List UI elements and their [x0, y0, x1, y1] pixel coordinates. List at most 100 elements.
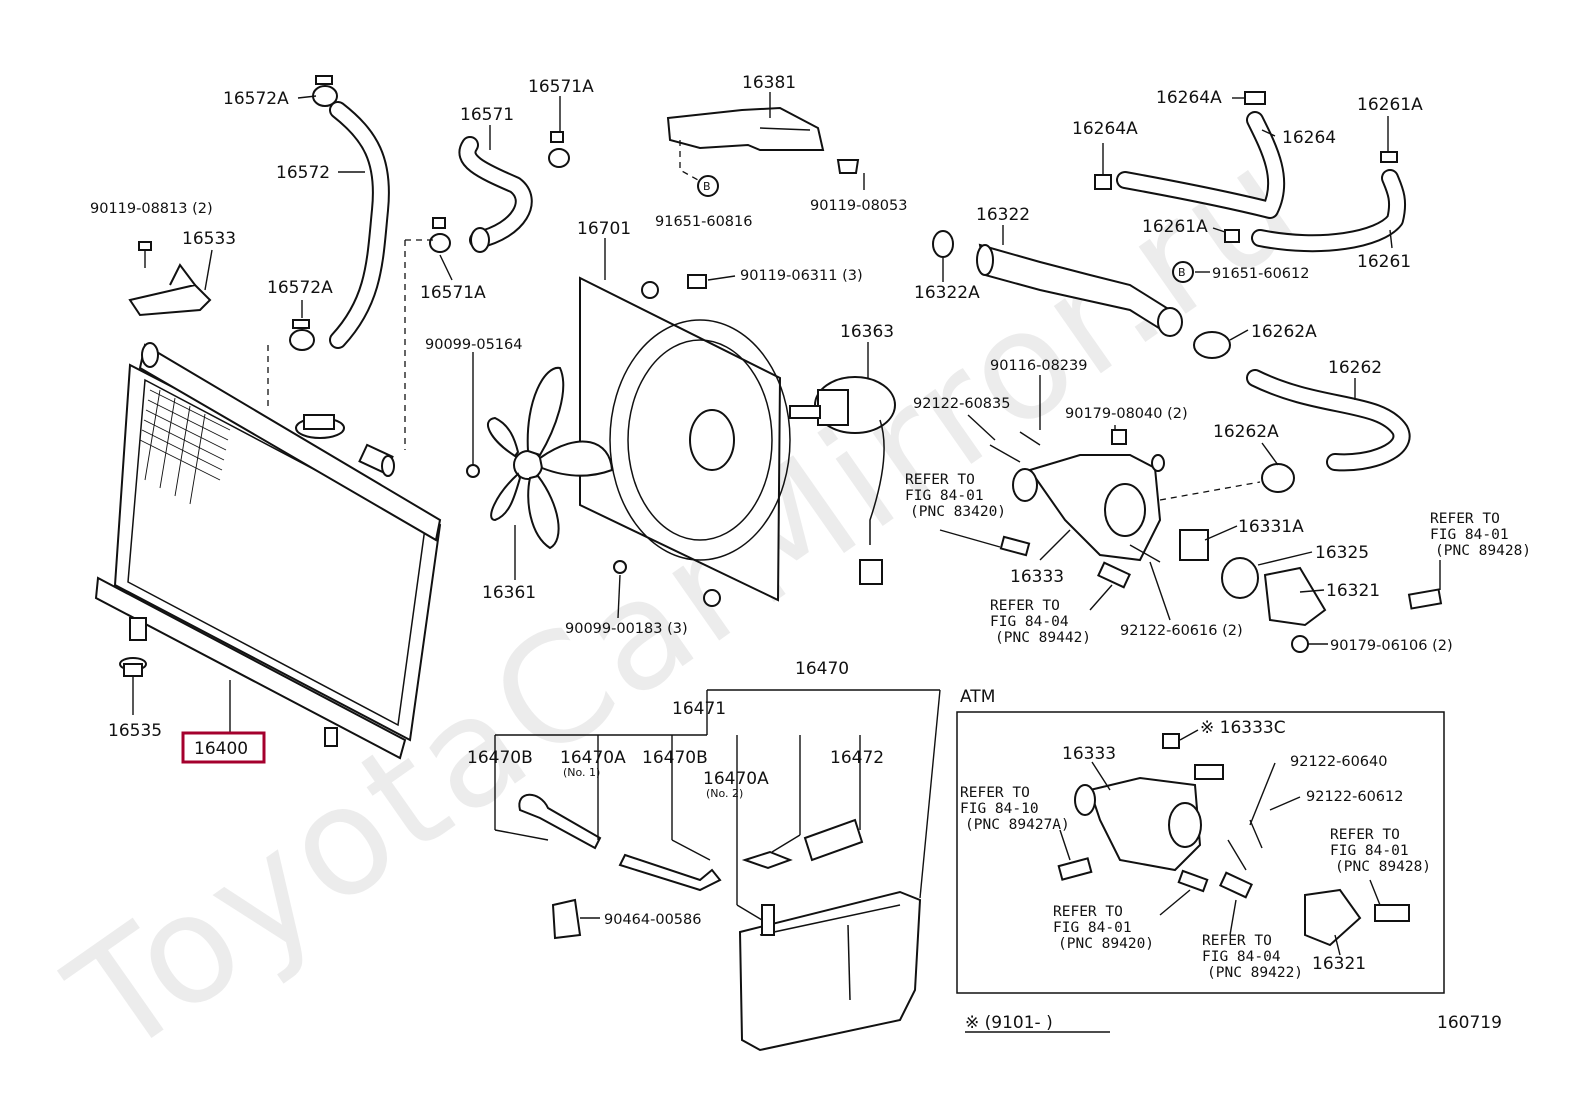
label-16470A-no2: 16470A: [703, 769, 769, 789]
label-90179-08040: 90179-08040 (2): [1065, 406, 1188, 422]
label-16470A-no2-sub: (No. 2): [706, 787, 743, 800]
hose-16264-drawing: [1094, 91, 1286, 219]
label-90464-00586: 90464-00586: [604, 912, 702, 928]
svg-text:(PNC 89442): (PNC 89442): [995, 630, 1091, 646]
figure-id: 160719: [1437, 1013, 1502, 1033]
svg-text:FIG 84-01: FIG 84-01: [1330, 843, 1409, 859]
radiator-drawing: [94, 342, 442, 760]
svg-text:(PNC 89422): (PNC 89422): [1207, 965, 1303, 981]
label-16264A-mid: 16264A: [1072, 119, 1138, 139]
label-16572A-mid: 16572A: [267, 278, 333, 298]
label-16325: 16325: [1315, 543, 1369, 563]
svg-text:(PNC 89427A): (PNC 89427A): [965, 817, 1070, 833]
b-marker-2: B: [1178, 266, 1186, 279]
label-16322: 16322: [976, 205, 1030, 225]
label-91651-60816: 91651-60816: [655, 214, 753, 230]
label-16470A-no1: 16470A: [560, 748, 626, 768]
label-atm-92122-60640: 92122-60640: [1290, 754, 1388, 770]
svg-text:FIG 84-01: FIG 84-01: [1430, 527, 1509, 543]
label-16261A-top: 16261A: [1357, 95, 1423, 115]
svg-text:(PNC 83420): (PNC 83420): [910, 504, 1006, 520]
label-atm-16321: 16321: [1312, 954, 1366, 974]
svg-text:REFER TO: REFER TO: [1330, 827, 1400, 843]
svg-text:REFER TO: REFER TO: [960, 785, 1030, 801]
label-90119-06311: 90119-06311 (3): [740, 268, 863, 284]
label-90179-06106: 90179-06106 (2): [1330, 638, 1453, 654]
svg-text:FIG 84-04: FIG 84-04: [1202, 949, 1281, 965]
label-16471: 16471: [672, 699, 726, 719]
label-16572A-top: 16572A: [223, 89, 289, 109]
label-16322A: 16322A: [914, 283, 980, 303]
upper-hose-drawing: [289, 75, 390, 351]
label-16533: 16533: [182, 229, 236, 249]
label-16261A-mid: 16261A: [1142, 217, 1208, 237]
svg-text:REFER TO: REFER TO: [1053, 904, 1123, 920]
label-16363: 16363: [840, 322, 894, 342]
label-16571A-bot: 16571A: [420, 283, 486, 303]
label-16262: 16262: [1328, 358, 1382, 378]
label-atm: ATM: [960, 687, 995, 707]
atm-box: [956, 711, 1445, 994]
bracket-drawing: [128, 241, 212, 317]
refer-note-89442: REFER TO FIG 84-04 (PNC 89442): [990, 598, 1091, 646]
label-16470: 16470: [795, 659, 849, 679]
label-16400: 16400: [194, 739, 248, 759]
label-16472: 16472: [830, 748, 884, 768]
b-marker-1: B: [703, 180, 711, 193]
hose-16262-drawing: [1193, 331, 1411, 493]
svg-text:(PNC 89420): (PNC 89420): [1058, 936, 1154, 952]
label-16331A: 16331A: [1238, 517, 1304, 537]
refer-note-83420: REFER TO FIG 84-01 (PNC 83420): [905, 472, 1006, 520]
svg-text:REFER TO: REFER TO: [905, 472, 975, 488]
label-90119-08053: 90119-08053: [810, 198, 908, 214]
svg-text:FIG 84-01: FIG 84-01: [1053, 920, 1132, 936]
svg-text:(PNC 89428): (PNC 89428): [1435, 543, 1531, 559]
highlight-box-16400: [181, 731, 266, 764]
atm-drawing: [1057, 733, 1410, 947]
label-16470B-a: 16470B: [467, 748, 533, 768]
footnote: ※ (9101- ): [965, 1013, 1053, 1033]
refer-note-89420: REFER TO FIG 84-01 (PNC 89420): [1053, 904, 1154, 952]
label-16262A-mid: 16262A: [1213, 422, 1279, 442]
fan-shroud-drawing: [579, 276, 791, 607]
refer-note-89427A: REFER TO FIG 84-10 (PNC 89427A): [960, 785, 1070, 833]
label-16535: 16535: [108, 721, 162, 741]
refer-note-89428-top: REFER TO FIG 84-01 (PNC 89428): [1430, 511, 1531, 559]
label-16571A-top: 16571A: [528, 77, 594, 97]
label-16262A-top: 16262A: [1251, 322, 1317, 342]
hose-16261-drawing: [1224, 151, 1407, 253]
drain-plug-drawing: [119, 657, 147, 677]
label-16261: 16261: [1357, 252, 1411, 272]
svg-text:FIG 84-01: FIG 84-01: [905, 488, 984, 504]
label-16470B-b: 16470B: [642, 748, 708, 768]
label-91651-60612: 91651-60612: [1212, 266, 1310, 282]
svg-text:FIG 84-04: FIG 84-04: [990, 614, 1069, 630]
label-16470A-no1-sub: (No. 1): [563, 766, 600, 779]
refer-note-89422: REFER TO FIG 84-04 (PNC 89422): [1202, 933, 1303, 981]
refer-note-89428-atm: REFER TO FIG 84-01 (PNC 89428): [1330, 827, 1431, 875]
label-16572: 16572: [276, 163, 330, 183]
lower-hose-drawing: [429, 131, 570, 253]
label-16321: 16321: [1326, 581, 1380, 601]
water-inlet-drawing: [989, 429, 1443, 653]
label-90119-08813: 90119-08813 (2): [90, 201, 213, 217]
label-16333: 16333: [1010, 567, 1064, 587]
label-90099-00183: 90099-00183 (3): [565, 621, 688, 637]
fan-bracket-drawing: B: [666, 106, 860, 197]
fan-blade-drawing: [466, 366, 614, 550]
label-atm-16333C: ※ 16333C: [1200, 718, 1286, 738]
label-90099-05164: 90099-05164: [425, 337, 523, 353]
label-atm-92122-60612: 92122-60612: [1306, 789, 1404, 805]
water-outlet-drawing: B: [932, 230, 1194, 337]
svg-text:(PNC 89428): (PNC 89428): [1335, 859, 1431, 875]
reservoir-drawing: [518, 793, 922, 1052]
leader-lines: [132, 92, 1441, 1033]
refer-notes: REFER TO FIG 84-01 (PNC 83420) REFER TO …: [905, 472, 1531, 981]
label-16361: 16361: [482, 583, 536, 603]
part-labels: 16572A 16572 90119-08813 (2) 16533 16572…: [90, 73, 1502, 1033]
svg-text:REFER TO: REFER TO: [990, 598, 1060, 614]
svg-text:FIG 84-10: FIG 84-10: [960, 801, 1039, 817]
label-16264A-top: 16264A: [1156, 88, 1222, 108]
